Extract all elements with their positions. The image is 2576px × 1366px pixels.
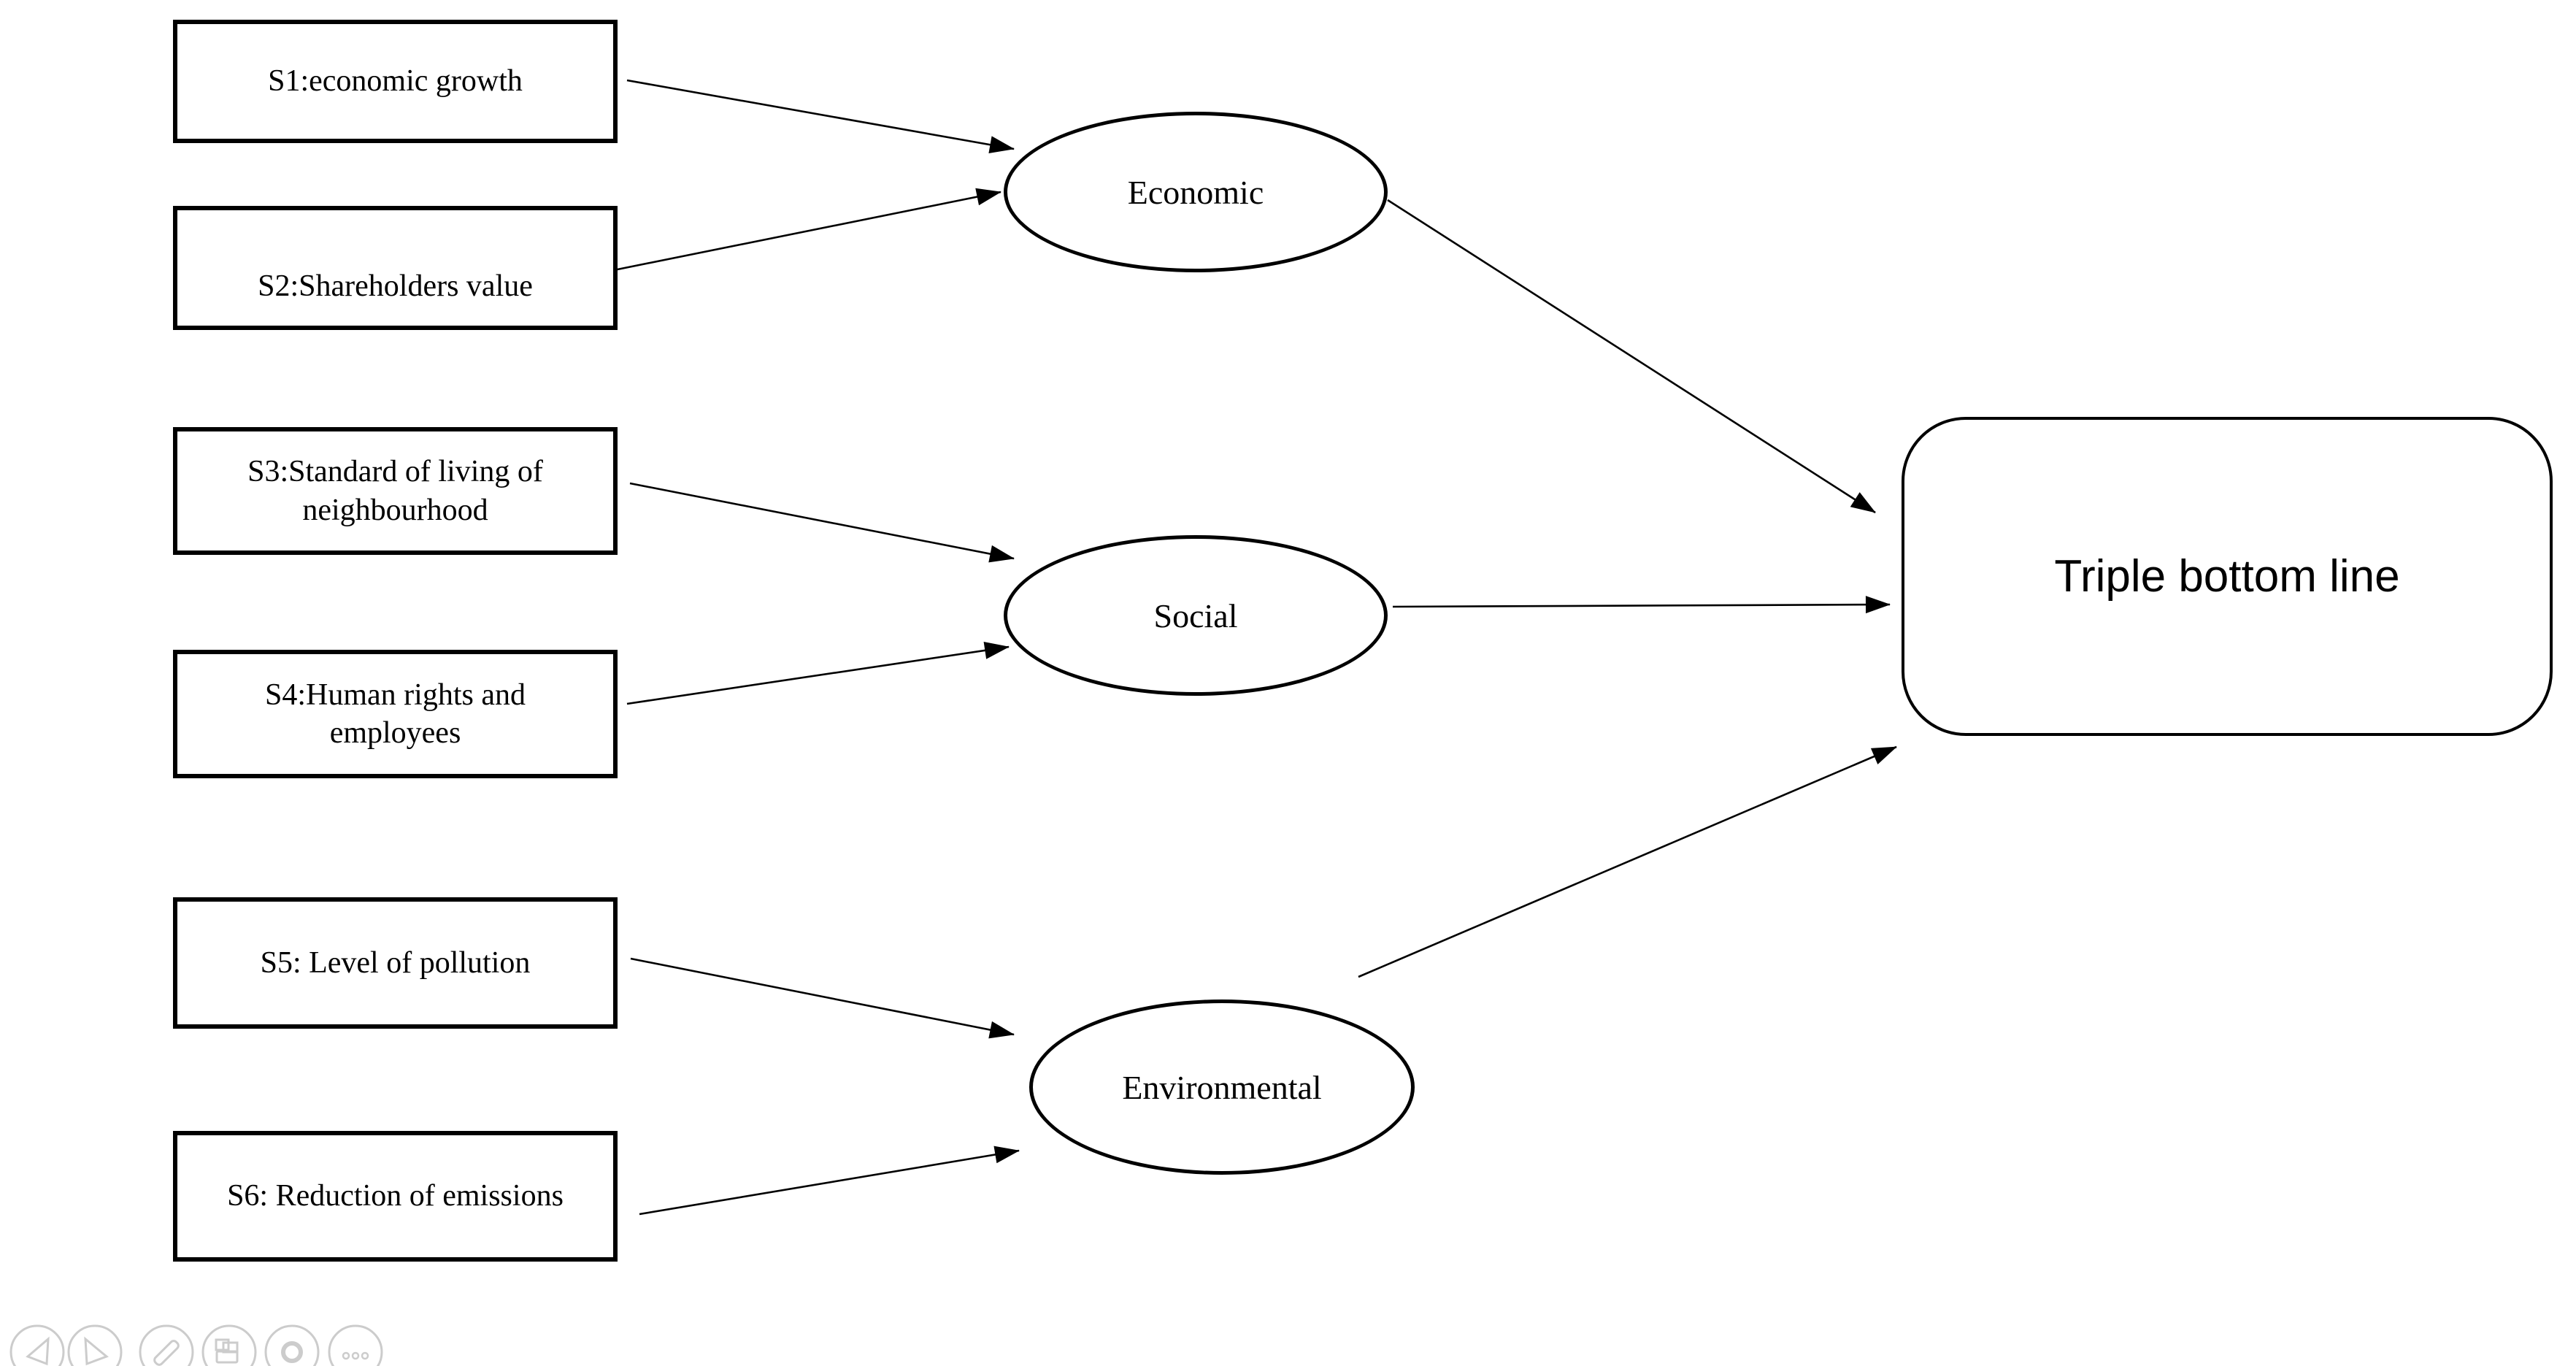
next-icon: [84, 1336, 109, 1366]
pencil-icon: [153, 1340, 180, 1366]
node-triple-bottom-line: Triple bottom line: [1902, 417, 2553, 736]
node-s5-label: S5: Level of pollution: [260, 945, 531, 980]
node-s4: S4:Human rights and employees: [173, 650, 618, 778]
node-s3-label: S3:Standard of living of neighbourhood: [247, 455, 543, 527]
node-s3: S3:Standard of living of neighbourhood: [173, 427, 618, 555]
node-environmental-label: Environmental: [1122, 1068, 1322, 1106]
node-s1: S1:economic growth: [173, 20, 618, 143]
node-s2: S2:Shareholders value: [173, 206, 618, 330]
edge-economic-to-outcome: [1387, 199, 1876, 514]
toolbar-button-more[interactable]: [328, 1324, 383, 1366]
node-triple-bottom-line-label: Triple bottom line: [2054, 551, 2400, 602]
viewer-toolbar: [9, 1324, 383, 1366]
node-social: Social: [1004, 535, 1388, 696]
zoom-icon: [281, 1341, 303, 1363]
node-s1-label: S1:economic growth: [268, 64, 523, 99]
node-s4-label: S4:Human rights and employees: [265, 678, 526, 751]
previous-icon: [26, 1336, 50, 1366]
edge-s2-to-economic: [613, 188, 1001, 272]
edge-s3-to-social: [629, 482, 1015, 563]
edge-social-to-outcome: [1392, 596, 1891, 614]
toolbar-button-print[interactable]: [201, 1324, 257, 1366]
node-s6: S6: Reduction of emissions: [173, 1131, 618, 1262]
node-s6-label: S6: Reduction of emissions: [227, 1179, 564, 1213]
node-environmental: Environmental: [1029, 999, 1415, 1175]
edge-environmental-to-outcome: [1358, 745, 1897, 978]
toolbar-button-zoom[interactable]: [264, 1324, 320, 1366]
node-social-label: Social: [1153, 596, 1238, 634]
node-economic-label: Economic: [1127, 173, 1264, 211]
edge-s5-to-environmental: [630, 957, 1015, 1039]
node-economic: Economic: [1004, 112, 1388, 272]
printer-icon: [215, 1338, 239, 1364]
more-icon: [342, 1351, 369, 1360]
edge-s4-to-social: [626, 641, 1010, 705]
toolbar-button-previous[interactable]: [9, 1324, 65, 1366]
toolbar-button-next[interactable]: [67, 1324, 123, 1366]
toolbar-button-edit[interactable]: [139, 1324, 194, 1366]
edge-s1-to-economic: [626, 79, 1015, 154]
node-s5: S5: Level of pollution: [173, 897, 618, 1029]
edge-s6-to-environmental: [639, 1146, 1020, 1216]
node-s2-label: S2:Shareholders value: [258, 269, 533, 303]
